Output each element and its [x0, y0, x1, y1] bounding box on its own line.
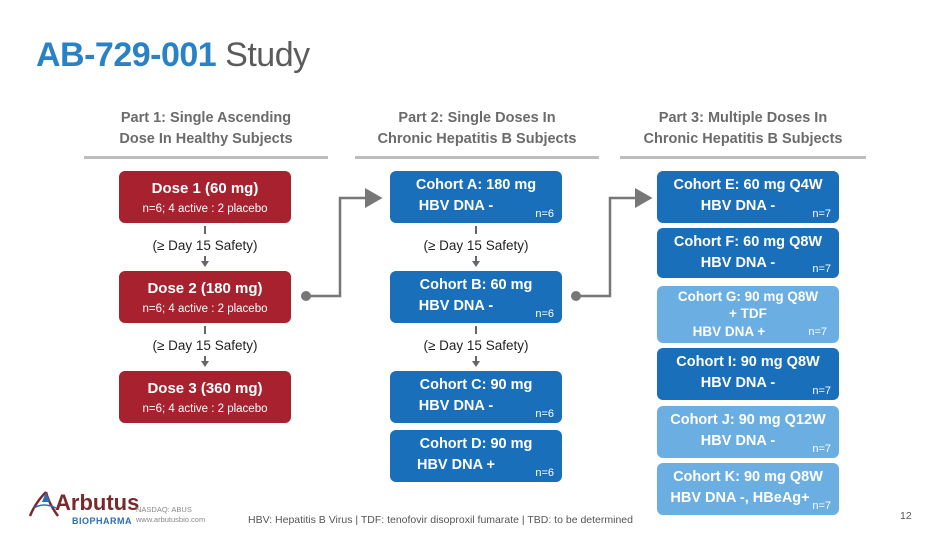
cohort-b-dna: HBV DNA -	[418, 298, 494, 314]
arrow-part2-to-part3	[576, 188, 653, 298]
cohort-g-n: n=7	[808, 326, 827, 338]
cohort-b-title: Cohort B: 60 mg	[419, 277, 533, 293]
cohort-j-n: n=7	[812, 443, 831, 455]
part3-heading: Part 3: Multiple Doses In Chronic Hepati…	[620, 108, 866, 150]
cohort-c-dna: HBV DNA -	[418, 398, 494, 414]
dose-2-title: Dose 2 (180 mg)	[147, 280, 263, 297]
safety-label: (≥ Day 15 Safety)	[152, 338, 258, 353]
arbutus-logo-icon	[28, 491, 60, 517]
cohort-j-title: Cohort J: 90 mg Q12W	[670, 412, 826, 428]
connector-line	[475, 226, 477, 234]
cohort-d-dna: HBV DNA +	[416, 457, 495, 473]
dose-1-title: Dose 1 (60 mg)	[151, 180, 259, 197]
logo-sub: BIOPHARMA	[72, 516, 132, 526]
logo-name: Arbutus	[55, 490, 140, 515]
part3-heading-line1: Part 3: Multiple Doses In	[658, 110, 828, 126]
connector-line	[475, 256, 477, 261]
cohort-f-n: n=7	[812, 263, 831, 275]
page-title: AB-729-001 Study	[36, 36, 310, 75]
arrow-part2-to-part3-dot	[571, 291, 581, 301]
safety-label: (≥ Day 15 Safety)	[423, 338, 529, 353]
cohort-i-title: Cohort I: 90 mg Q8W	[676, 354, 820, 370]
connector-line	[204, 226, 206, 234]
part1-divider	[84, 156, 328, 159]
cohort-e-title: Cohort E: 60 mg Q4W	[673, 177, 823, 193]
cohort-g-title-tdf: + TDF	[729, 306, 767, 321]
cohort-f-dna: HBV DNA -	[700, 255, 776, 271]
down-arrow-icon	[472, 361, 480, 367]
cohort-b-box: Cohort B: 60 mg HBV DNA - n=6	[390, 271, 562, 323]
part3-heading-line2: Chronic Hepatitis B Subjects	[643, 131, 843, 147]
dose-3-box: Dose 3 (360 mg) n=6; 4 active : 2 placeb…	[119, 371, 291, 423]
study-id: AB-729-001	[36, 36, 217, 74]
cohort-d-n: n=6	[535, 467, 554, 479]
down-arrow-icon	[201, 361, 209, 367]
part1-heading: Part 1: Single Ascending Dose In Healthy…	[84, 108, 328, 150]
cohort-j-box: Cohort J: 90 mg Q12W HBV DNA - n=7	[657, 406, 839, 458]
dose-2-box: Dose 2 (180 mg) n=6; 4 active : 2 placeb…	[119, 271, 291, 323]
cohort-i-n: n=7	[812, 385, 831, 397]
safety-label: (≥ Day 15 Safety)	[423, 238, 529, 253]
connector-line	[475, 326, 477, 334]
cohort-g-box: Cohort G: 90 mg Q8W + TDF HBV DNA + n=7	[657, 286, 839, 343]
cohort-e-box: Cohort E: 60 mg Q4W HBV DNA - n=7	[657, 171, 839, 223]
dose-2-detail: n=6; 4 active : 2 placebo	[142, 303, 268, 315]
part2-heading: Part 2: Single Doses In Chronic Hepatiti…	[355, 108, 599, 150]
footnote: HBV: Hepatitis B Virus | TDF: tenofovir …	[248, 514, 633, 526]
part1-heading-line1: Part 1: Single Ascending	[120, 110, 292, 126]
page-number: 12	[900, 510, 912, 522]
dose-3-detail: n=6; 4 active : 2 placebo	[142, 403, 268, 415]
arrow-part1-to-part2-dot	[301, 291, 311, 301]
cohort-a-box: Cohort A: 180 mg HBV DNA - n=6	[390, 171, 562, 223]
cohort-b-n: n=6	[535, 308, 554, 320]
cohort-a-dna: HBV DNA -	[418, 198, 494, 214]
cohort-c-box: Cohort C: 90 mg HBV DNA - n=6	[390, 371, 562, 423]
cohort-c-n: n=6	[535, 408, 554, 420]
down-arrow-icon	[472, 261, 480, 267]
cohort-f-box: Cohort F: 60 mg Q8W HBV DNA - n=7	[657, 228, 839, 278]
arrow-part1-to-part2	[306, 188, 383, 298]
connector-line	[204, 326, 206, 334]
website: www.arbutusbio.com	[136, 515, 206, 524]
nasdaq-ticker: NASDAQ: ABUS	[136, 505, 192, 514]
part1-heading-line2: Dose In Healthy Subjects	[119, 131, 293, 147]
study-word: Study	[225, 36, 310, 74]
cohort-a-n: n=6	[535, 208, 554, 220]
connector-line	[475, 356, 477, 361]
cohort-f-title: Cohort F: 60 mg Q8W	[673, 234, 823, 250]
cohort-k-n: n=7	[812, 500, 831, 512]
connector-line	[204, 356, 206, 361]
cohort-d-box: Cohort D: 90 mg HBV DNA + n=6	[390, 430, 562, 482]
part2-heading-line1: Part 2: Single Doses In	[398, 110, 556, 126]
part2-heading-line2: Chronic Hepatitis B Subjects	[377, 131, 577, 147]
cohort-g-dna: HBV DNA +	[692, 324, 766, 339]
cohort-a-title: Cohort A: 180 mg	[415, 177, 537, 193]
dose-1-detail: n=6; 4 active : 2 placebo	[142, 203, 268, 215]
connector-line	[204, 256, 206, 261]
cohort-k-dna: HBV DNA -, HBeAg+	[670, 490, 810, 506]
cohort-e-dna: HBV DNA -	[700, 198, 776, 214]
cohort-k-title: Cohort K: 90 mg Q8W	[673, 469, 823, 485]
cohort-i-dna: HBV DNA -	[700, 375, 776, 391]
cohort-g-title: Cohort G: 90 mg Q8W	[677, 289, 819, 304]
part3-divider	[620, 156, 866, 159]
dose-3-title: Dose 3 (360 mg)	[147, 380, 263, 397]
dose-1-box: Dose 1 (60 mg) n=6; 4 active : 2 placebo	[119, 171, 291, 223]
cohort-i-box: Cohort I: 90 mg Q8W HBV DNA - n=7	[657, 348, 839, 400]
cohort-j-dna: HBV DNA -	[700, 433, 776, 449]
cohort-d-title: Cohort D: 90 mg	[419, 436, 533, 452]
down-arrow-icon	[201, 261, 209, 267]
cohort-k-box: Cohort K: 90 mg Q8W HBV DNA -, HBeAg+ n=…	[657, 463, 839, 515]
part2-divider	[355, 156, 599, 159]
cohort-e-n: n=7	[812, 208, 831, 220]
cohort-c-title: Cohort C: 90 mg	[419, 377, 533, 393]
safety-label: (≥ Day 15 Safety)	[152, 238, 258, 253]
